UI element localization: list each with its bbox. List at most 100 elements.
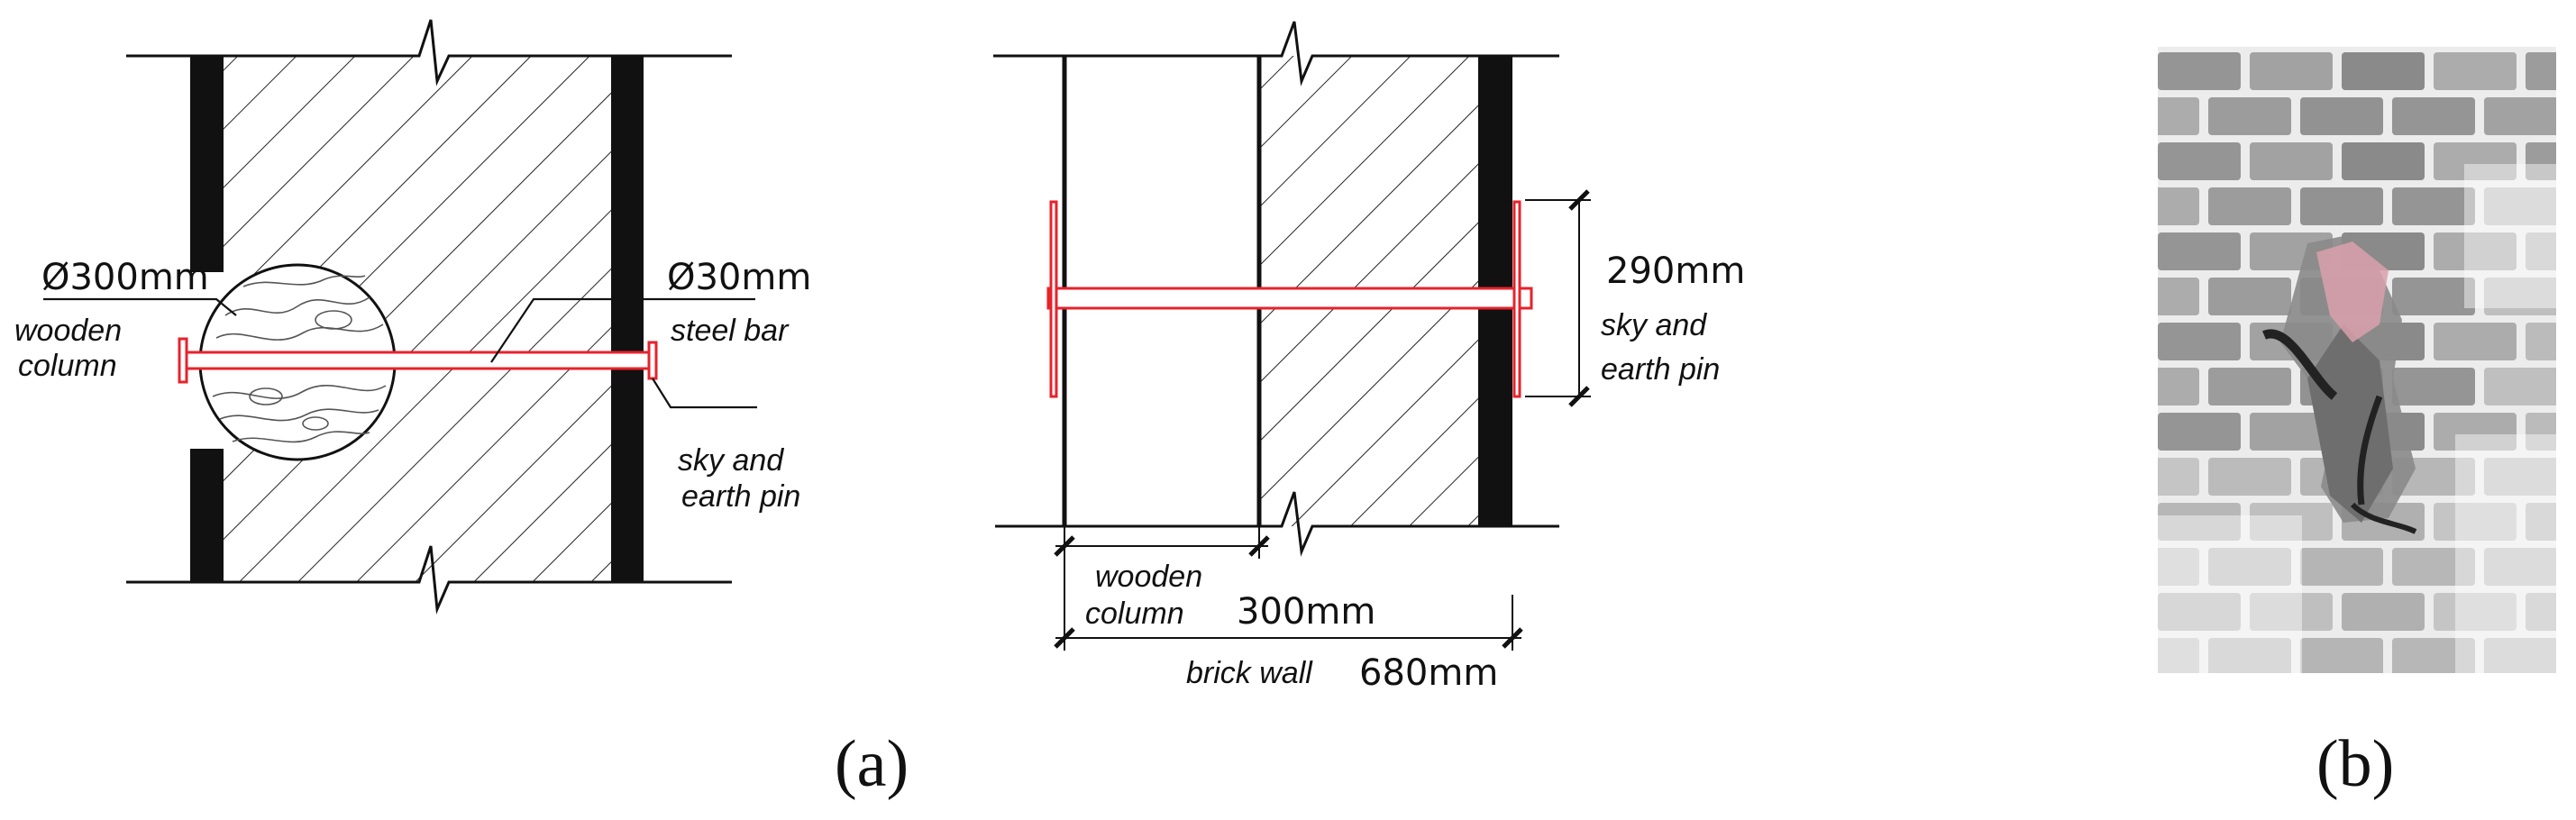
bar-label: steel bar — [671, 314, 790, 348]
column-width-dimension — [1054, 526, 1270, 559]
steel-bar — [183, 351, 655, 370]
photo-brick — [2300, 638, 2383, 673]
photo-brick — [2208, 458, 2291, 496]
photo-brick — [2158, 638, 2199, 673]
photo-brick — [2342, 52, 2425, 90]
photo-brick — [2434, 142, 2517, 180]
photo-brick — [2342, 142, 2425, 180]
photo-highlight — [2464, 164, 2556, 308]
photo-brick — [2484, 187, 2556, 225]
photo-brick — [2208, 187, 2291, 225]
photo-brick — [2392, 638, 2475, 673]
photo-brick — [2484, 278, 2556, 315]
leader-pin — [652, 378, 757, 409]
section-column-label-line2: column — [1085, 597, 1184, 631]
photo-brick — [2158, 187, 2199, 225]
plan-view-drawing: Ø300mm wooden column Ø30mm steel bar sky… — [14, 19, 811, 615]
photo-brick — [2526, 142, 2556, 180]
photo-brick — [2434, 503, 2517, 541]
photo-brick — [2434, 413, 2517, 451]
pin-length-label: 290mm — [1606, 251, 1745, 292]
photo-brick — [2158, 413, 2241, 451]
column-label-line1: wooden — [14, 314, 122, 348]
photo-brick — [2208, 97, 2291, 135]
photo-brick — [2484, 638, 2556, 673]
leader-column — [43, 297, 237, 316]
photo-brick — [2158, 593, 2241, 631]
section-plate-left — [1049, 200, 1058, 398]
photo-brick — [2158, 458, 2199, 496]
section-column-label-line1: wooden — [1095, 560, 1202, 594]
photo-brick — [2208, 548, 2291, 586]
photo-brick — [2526, 593, 2556, 631]
section-pin-label-line2: earth pin — [1601, 352, 1720, 387]
wall-label: brick wall — [1186, 656, 1313, 690]
photo-brick — [2526, 52, 2556, 90]
photo-brick — [2300, 97, 2383, 135]
left-wall-face — [190, 56, 224, 272]
photo-brick — [2434, 232, 2517, 270]
photo-brick — [2158, 323, 2241, 360]
pin-label-line2: earth pin — [681, 479, 800, 514]
photo-brick — [2250, 503, 2333, 541]
leader-bar — [490, 297, 755, 363]
photo-brick — [2250, 52, 2333, 90]
photo-brick — [2484, 458, 2556, 496]
photo-brick — [2342, 593, 2425, 631]
photo-highlight — [2455, 434, 2556, 673]
photo-brick — [2526, 503, 2556, 541]
photo-brick — [2526, 413, 2556, 451]
photo-brick — [2158, 548, 2199, 586]
column-width-label: 300mm — [1237, 591, 1375, 633]
wall-width-label: 680mm — [1359, 652, 1498, 694]
photo-brick — [2250, 593, 2333, 631]
pin-length-dimension — [1525, 189, 1591, 407]
bottom-break-line — [126, 545, 732, 615]
photo-brick — [2158, 97, 2199, 135]
section-top-line — [993, 21, 1559, 87]
photo-brick — [2158, 503, 2241, 541]
bar-diameter-label: Ø30mm — [667, 257, 811, 298]
photo-brick — [2300, 548, 2383, 586]
photo-brick — [2434, 323, 2517, 360]
section-bottom-line — [995, 491, 1559, 557]
wall-width-dimension — [1054, 559, 1523, 651]
photo-brick — [2158, 232, 2241, 270]
caption-b: (b) — [2316, 727, 2394, 801]
photo-brick — [2484, 368, 2556, 405]
photo-brick — [2300, 187, 2383, 225]
photo-brick — [2392, 368, 2475, 405]
photo-brick — [2158, 142, 2241, 180]
photo-brick — [2250, 413, 2333, 451]
section-steel-bar — [1046, 287, 1533, 310]
photo-brick — [2484, 548, 2556, 586]
photo-brick — [2392, 187, 2475, 225]
section-pin-label-line1: sky and — [1601, 308, 1707, 342]
photo-brick — [2526, 323, 2556, 360]
column-diameter-label: Ø300mm — [41, 257, 209, 298]
photo-brick — [2392, 548, 2475, 586]
photo-anchor — [2262, 236, 2417, 534]
photo-brick — [2484, 97, 2556, 135]
bar-plate-right — [647, 341, 658, 380]
photo-brick — [2250, 142, 2333, 180]
photo-brick — [2158, 52, 2241, 90]
caption-a: (a) — [835, 727, 909, 801]
photo-brick — [2526, 232, 2556, 270]
photo-brick — [2392, 97, 2475, 135]
photo-brick — [2208, 368, 2291, 405]
photo-brick — [2158, 368, 2199, 405]
column-label-line2: column — [18, 349, 117, 383]
left-wall-face-lower — [190, 449, 224, 582]
photo-brick — [2208, 278, 2291, 315]
wood-grain — [212, 275, 387, 443]
section-view-drawing: 290mm sky and earth pin wooden column 30… — [993, 21, 1745, 694]
photo-brick — [2208, 638, 2291, 673]
right-wall-face — [611, 56, 644, 582]
photo-brick — [2392, 278, 2475, 315]
top-break-line — [126, 19, 732, 87]
photo-brick — [2158, 278, 2199, 315]
pin-label-line1: sky and — [678, 443, 784, 478]
photo-highlight — [2158, 515, 2302, 673]
